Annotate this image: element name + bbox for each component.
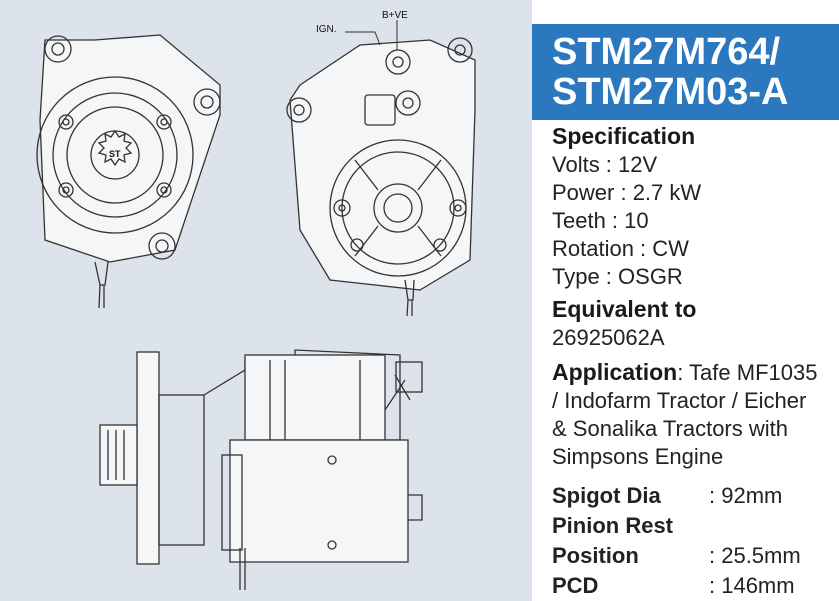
rear-view [286, 20, 476, 317]
spigot-value: : 92mm [709, 483, 783, 508]
application-heading: Application [552, 359, 678, 385]
equivalent-value: 26925062A [552, 325, 665, 350]
ign-label: IGN. [316, 24, 337, 35]
application-text-1: : Tafe MF1035 [677, 360, 818, 385]
technical-drawing-panel: IGN. B+VE ST [0, 0, 532, 601]
application-line-2: / Indofarm Tractor / Eicher [552, 388, 807, 413]
spec-type: Type : OSGR [552, 264, 683, 289]
spigot-row: Spigot Dia : 92mm [552, 481, 839, 511]
spec-rotation: Rotation : CW [552, 236, 689, 261]
spec-volts: Volts : 12V [552, 152, 658, 177]
equivalent-heading: Equivalent to [552, 296, 697, 322]
pcd-label: PCD [552, 573, 599, 598]
application-line-4: Simpsons Engine [552, 444, 724, 469]
bplus-label: B+VE [382, 10, 408, 21]
side-view [99, 349, 423, 590]
pinion-position-label: Position [552, 543, 639, 568]
pinion-rest-row: Pinion Rest [552, 511, 839, 541]
title-line-2: STM27M03-A [552, 71, 789, 113]
starter-motor-drawing [36, 20, 476, 590]
pinion-label: ST [109, 149, 121, 159]
pcd-row: PCD : 146mm [552, 571, 839, 601]
pinion-position-row: Position : 25.5mm [552, 541, 839, 571]
pinion-position-value: : 25.5mm [709, 543, 801, 568]
title-line-1: STM27M764/ [552, 31, 781, 73]
specification-heading: Specification [552, 123, 696, 149]
application-line-1: Application: Tafe MF1035 [552, 358, 839, 387]
spec-panel: Specification Volts : 12V Power : 2.7 kW… [552, 122, 839, 601]
title-banner: STM27M764/ STM27M03-A [532, 24, 839, 120]
pcd-value: : 146mm [709, 573, 795, 598]
front-view [36, 34, 221, 309]
spec-teeth: Teeth : 10 [552, 208, 649, 233]
application-line-3: & Sonalika Tractors with [552, 416, 788, 441]
spec-power: Power : 2.7 kW [552, 180, 702, 205]
pinion-rest-label: Pinion Rest [552, 513, 674, 538]
spigot-label: Spigot Dia [552, 483, 661, 508]
